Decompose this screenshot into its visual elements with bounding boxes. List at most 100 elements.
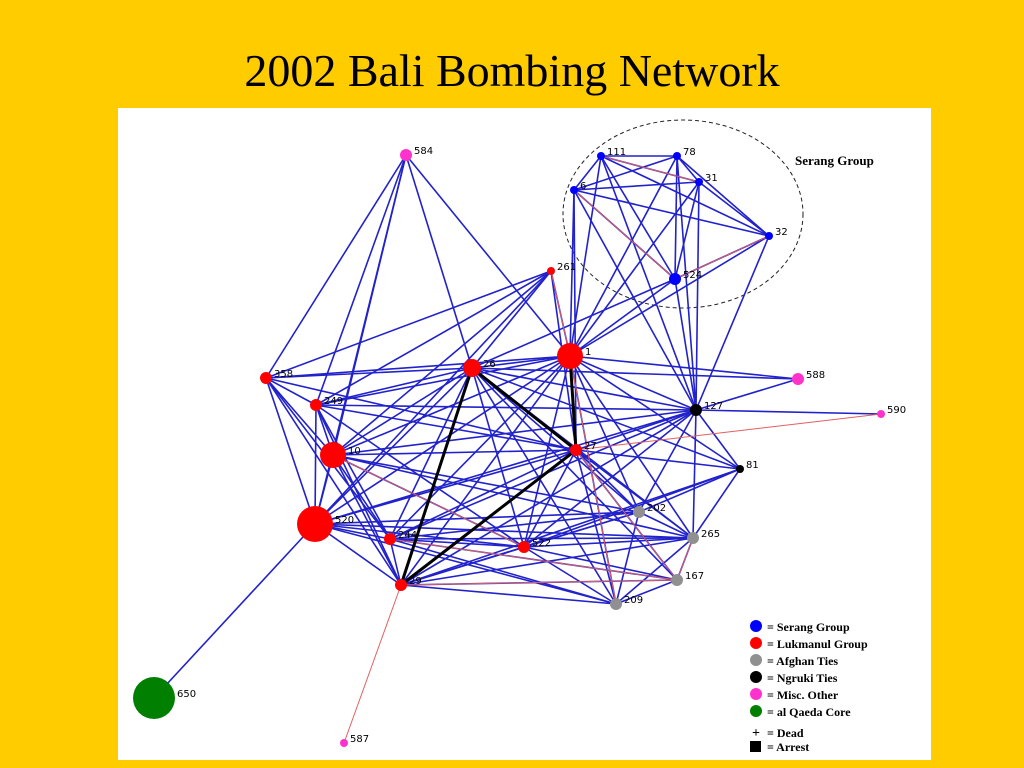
edge-520-202 (314, 511, 640, 525)
legend-item-lukmanul: = Lukmanul Group (750, 636, 868, 653)
edge-1-127 (569, 355, 697, 411)
node-27 (570, 444, 582, 456)
node-label-167: 167 (685, 571, 704, 582)
strong-edge-26-29 (399, 367, 474, 586)
edge-358-29 (265, 377, 402, 586)
node-202 (633, 506, 645, 518)
edge-524-26 (471, 278, 676, 369)
edge-249-520 (314, 404, 317, 525)
green-dot-icon (750, 705, 762, 717)
edge-522-127 (523, 409, 697, 548)
legend-item-misc: = Misc. Other (750, 687, 868, 704)
node-31 (695, 178, 703, 186)
edge-520-650 (153, 523, 316, 699)
edge-10-27 (332, 449, 577, 456)
blue-dot-icon (750, 620, 762, 632)
edge-31-32 (698, 181, 770, 237)
edge-10-202 (332, 454, 640, 513)
edge-522-81 (523, 468, 741, 548)
legend-item-dead: += Dead (752, 726, 804, 741)
node-label-358: 358 (274, 369, 293, 380)
node-111 (597, 152, 605, 160)
node-249 (310, 399, 322, 411)
edge-27-209 (575, 449, 617, 605)
edge-127-590 (695, 409, 882, 415)
node-label-587: 587 (350, 734, 369, 745)
edge-31-6 (573, 181, 700, 191)
edge-78-6 (573, 155, 678, 191)
node-244 (384, 533, 396, 545)
edge-249-27 (315, 404, 577, 451)
edge-249-29 (315, 404, 402, 586)
node-650 (133, 677, 175, 719)
edge-584-358 (265, 154, 407, 379)
edge-202-209 (615, 511, 640, 605)
node-label-202: 202 (647, 503, 666, 514)
node-26 (463, 359, 481, 377)
node-label-31: 31 (705, 173, 718, 184)
edge-584-249 (315, 154, 407, 406)
edge-261-520 (314, 270, 552, 525)
node-label-81: 81 (746, 460, 759, 471)
node-label-584: 584 (414, 146, 433, 157)
weak-edge-111-31 (600, 155, 700, 183)
plus-icon: + (752, 726, 760, 741)
edge-78-524 (674, 155, 678, 280)
node-label-265: 265 (701, 529, 720, 540)
edge-1-81 (569, 355, 741, 470)
edge-127-265 (692, 409, 697, 539)
legend-item-ngruki: = Ngruki Ties (750, 670, 868, 687)
node-6 (570, 186, 578, 194)
weak-edge-244-167 (389, 538, 678, 581)
pink-dot-icon (750, 688, 762, 700)
edge-261-358 (265, 270, 552, 379)
edge-26-202 (471, 367, 640, 513)
node-label-26: 26 (483, 359, 496, 370)
node-1 (557, 343, 583, 369)
legend-item-afghan: = Afghan Ties (750, 653, 868, 670)
edge-27-81 (575, 449, 741, 470)
edge-6-1 (569, 189, 575, 357)
node-label-261: 261 (557, 262, 576, 273)
edge-265-209 (615, 537, 694, 605)
edge-520-127 (314, 409, 697, 525)
edge-261-249 (315, 270, 552, 406)
weak-edge-1-209 (569, 355, 617, 605)
node-label-209: 209 (624, 595, 643, 606)
node-label-249: 249 (324, 396, 343, 407)
edge-522-265 (523, 537, 694, 548)
edge-1-10 (332, 355, 571, 456)
node-261 (547, 267, 555, 275)
node-127 (690, 404, 702, 416)
edge-81-202 (638, 468, 741, 513)
edge-520-209 (314, 523, 617, 605)
weak-edge-27-167 (575, 449, 678, 581)
node-label-111: 111 (607, 147, 626, 158)
node-590 (877, 410, 885, 418)
node-label-127: 127 (704, 401, 723, 412)
edge-1-244 (389, 355, 571, 540)
edge-127-202 (638, 409, 697, 513)
node-label-650: 650 (177, 689, 196, 700)
serang-group-boundary (562, 119, 804, 309)
weak-edge-32-524 (674, 235, 770, 280)
edge-78-32 (676, 155, 770, 237)
edge-26-520 (314, 367, 473, 525)
edge-244-202 (389, 511, 640, 540)
weak-edge-265-167 (676, 537, 694, 581)
weak-edge-29-587 (343, 584, 402, 744)
edge-249-522 (315, 404, 525, 548)
edge-111-32 (600, 155, 770, 237)
edge-244-209 (389, 538, 617, 605)
edge-522-202 (523, 511, 640, 548)
edge-26-249 (315, 367, 473, 406)
edge-522-209 (523, 546, 617, 605)
edge-520-265 (314, 523, 694, 539)
slide-title: 2002 Bali Bombing Network (244, 45, 780, 96)
edge-6-32 (573, 189, 770, 237)
weak-edge-6-524 (573, 189, 676, 280)
edge-522-167 (523, 546, 678, 581)
edge-26-167 (471, 367, 678, 581)
edge-1-26 (471, 355, 571, 369)
